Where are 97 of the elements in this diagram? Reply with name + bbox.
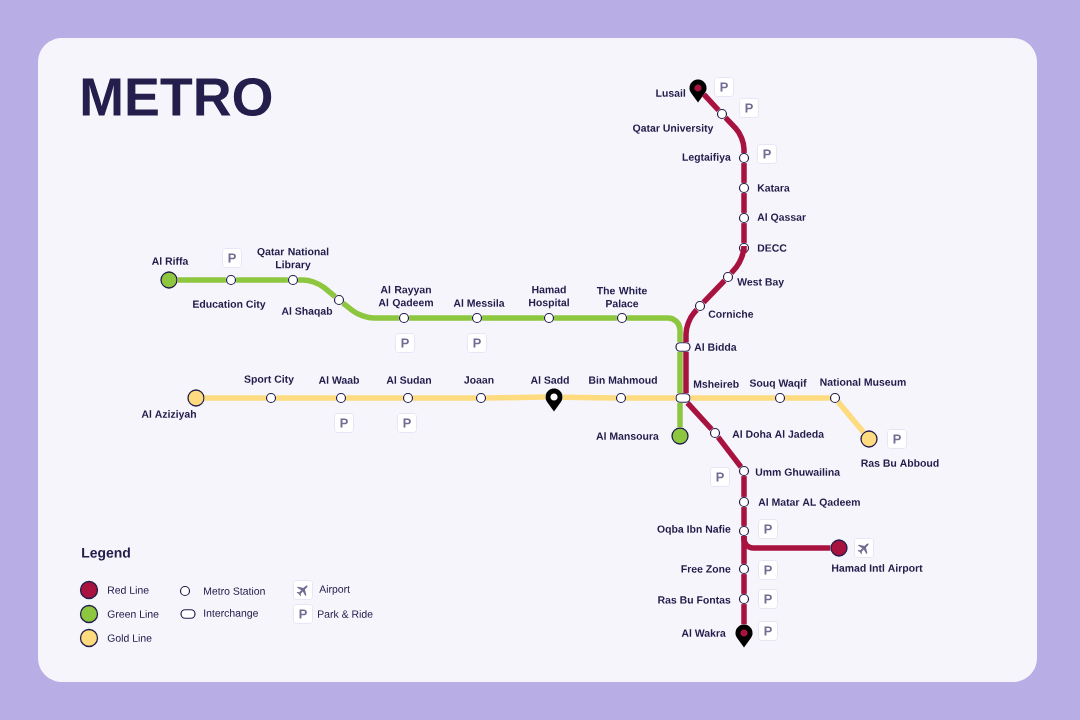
parking-badge: P [395,333,415,353]
metro-line [683,351,689,394]
station-name: Corniche [708,310,754,318]
metro-line [741,507,747,526]
legend-text: Red Line [108,586,149,594]
metro-line [486,394,546,401]
station-name: Al Riffa [151,257,189,265]
station-name: Msheireb [693,380,739,388]
metro-line [741,604,747,625]
metro-line [626,395,676,401]
parking-badge: P [222,248,242,268]
station-name: Qatar National Library [257,247,329,271]
metro-line [701,92,721,113]
legend-heading: Legend [82,547,130,561]
station-name: Al Sadd [530,376,569,384]
station-name: Hamad Intl Airport [832,564,923,574]
station-name: Katara [757,184,790,192]
station-name: Bin Mahmoud [589,376,657,384]
station-name: Al Sudan [386,376,431,384]
parking-badge: P [757,144,777,164]
station-name: Education City [193,300,266,310]
legend-text: Gold Line [107,634,152,642]
station-name: Oqba Ibn Nafie [657,525,731,535]
metro-line [236,277,288,283]
station-name: Al Shaqab [281,307,333,317]
metro-line [741,476,747,497]
parking-badge: P [710,467,730,487]
metro-line [298,277,337,299]
station-name: Ras Bu Fontas [658,596,731,604]
legend-text: Interchange [204,609,258,619]
legend-text: Airport [319,585,350,595]
metro-line [785,395,830,401]
parking-badge: P [714,77,734,97]
parking-badge: P [293,604,313,624]
parking-badge: P [739,98,759,118]
title: METRO [82,77,272,117]
parking-badge: P [758,560,778,580]
station-name: Joaan [464,376,494,384]
parking-badge: P [758,589,778,609]
station-name: Al Wakra [681,629,726,637]
metro-line [204,395,266,401]
station-name: Al Mansoura [596,432,659,440]
station-name: Al Messila [453,299,505,307]
station-name: Qatar University [633,124,714,134]
metro-line [554,315,617,321]
parking-badge: P [467,333,487,353]
station-name: Lusail [656,89,686,97]
metro-line [341,300,399,321]
metro-line [683,308,699,343]
parking-badge: P [334,413,354,433]
metro-line [677,402,683,428]
metro-line [685,401,714,432]
metro-line [346,395,403,401]
station-name: National Museum [820,378,906,386]
station-name: Souq Waqif [749,379,807,389]
parking-badge: P [758,621,778,641]
station-name: The White Palace [596,286,647,308]
station-name: Sport City [244,375,294,385]
station-name: DECC [757,244,787,252]
metro-line [729,243,747,275]
parking-badge: P [887,429,907,449]
metro-line [741,574,747,594]
parking-badge: P [397,413,417,433]
metro-line [690,395,775,401]
station-name: Al Qassar [757,213,806,223]
metro-line [177,277,226,283]
metro-line [836,400,866,435]
station-name: Ras Bu Abboud [861,459,939,467]
legend-text: Green Line [107,610,159,618]
metro-line [276,395,336,401]
station-name: Al Bidda [694,343,737,351]
metro-line [741,163,747,183]
metro-line [677,351,683,394]
station-name: Al Rayyan Al Qadeem [378,285,433,309]
station-name: Al Doha Al Jadeda [732,430,825,438]
metro-line [741,223,747,243]
metro-line [723,115,747,153]
metro-line [627,315,683,343]
station-name: Umm Ghuwailina [755,468,841,476]
station-name: Legtaifiya [682,153,731,163]
station-name: Hamad Hospital [529,285,569,309]
station-name: Al Matar AL Qadeem [758,498,860,508]
metro-line [409,315,472,321]
station-name: Al Waab [318,376,359,384]
metro-line [715,435,744,469]
legend-text: Park & Ride [318,610,373,618]
station-name: Free Zone [681,565,731,573]
parking-badge: P [758,519,778,539]
metro-line [741,536,831,551]
metro-line [413,395,476,401]
metro-line [741,193,747,213]
station-name: Al Aziziyah [141,410,196,420]
metro-line [482,315,544,321]
metro-line [562,394,616,401]
metro-line [701,278,727,305]
legend-text: Metro Station [204,587,265,595]
station-name: West Bay [737,278,784,288]
